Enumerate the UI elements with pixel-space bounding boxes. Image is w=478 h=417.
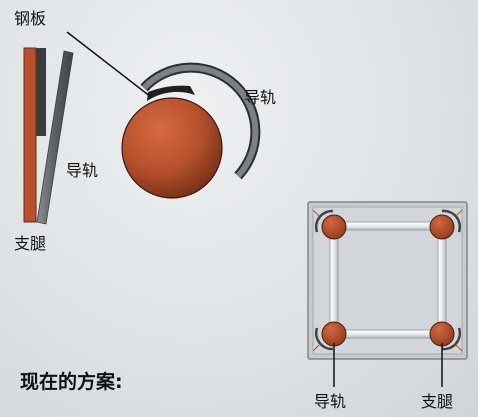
ball-and-rail-view [121,62,261,199]
guide-rail-label-top: 导轨 [244,88,277,107]
steel-plate-leader-line [66,31,152,98]
support-leg-ball-bottom-right [429,321,455,347]
support-leg-side [23,47,37,223]
steel-plate-side [35,48,46,136]
corner-tick-bl [312,344,320,352]
frame-top-view [307,201,468,360]
frame-bar-bottom [333,329,443,339]
support-leg-label-left: 支腿 [14,234,47,253]
frame-bar-right [437,225,447,335]
support-leg-ball-bottom-left [321,321,347,347]
corner-tick-tr [455,209,463,217]
support-leg-ball-top-left [321,214,347,240]
corner-tick-br [455,344,463,352]
steel-plate-label: 钢板 [14,9,47,28]
steel-plate-cap [147,85,195,101]
side-view-assembly [23,47,74,225]
guide-rail-label-bottom: 导轨 [314,392,347,411]
support-leg-label-bottom: 支腿 [421,392,454,411]
corner-rail-bottom-right [441,327,462,351]
corner-rail-bottom-left [314,327,334,351]
current-plan-caption: 现在的方案: [20,371,123,393]
support-leg-ball-top-right [429,214,455,240]
corner-tick-tl [312,209,320,217]
corner-rail-top-left [314,209,334,233]
frame-bar-left [329,225,339,335]
guide-rail-side [36,50,74,225]
guide-rail-label-middle: 导轨 [66,161,99,180]
support-leg-ball [121,97,223,199]
corner-rail-top-right [441,209,462,233]
guide-rail-arc-highlight [141,64,259,179]
frame-bar-top [333,221,443,231]
